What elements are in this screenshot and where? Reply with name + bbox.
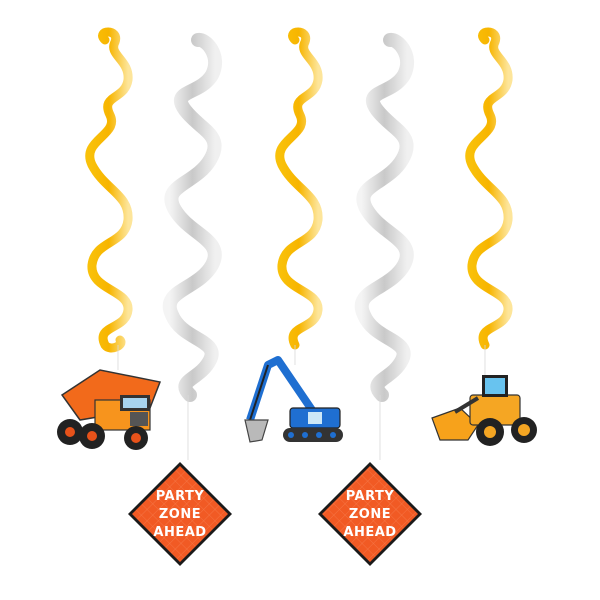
yellow-swirl-3	[275, 27, 323, 365]
yellow-swirl-1	[85, 27, 133, 370]
excavator-icon	[244, 356, 343, 443]
silver-swirl-4	[354, 32, 415, 460]
sign-2-line-3: AHEAD	[343, 525, 396, 540]
sign-2-line-1: PARTY	[346, 489, 395, 504]
sign-2-line-2: ZONE	[349, 507, 391, 522]
silver-swirl-2	[162, 32, 223, 460]
sign-1-line-2: ZONE	[159, 507, 201, 522]
wheel-loader-icon	[431, 375, 537, 446]
sign-1-line-3: AHEAD	[153, 525, 206, 540]
dump-truck-icon	[57, 369, 162, 450]
yellow-swirl-5	[465, 27, 513, 375]
sign-1-line-1: PARTY	[156, 489, 205, 504]
party-zone-sign-2: PARTY ZONE AHEAD	[318, 462, 422, 566]
party-zone-sign-1: PARTY ZONE AHEAD	[128, 462, 232, 566]
